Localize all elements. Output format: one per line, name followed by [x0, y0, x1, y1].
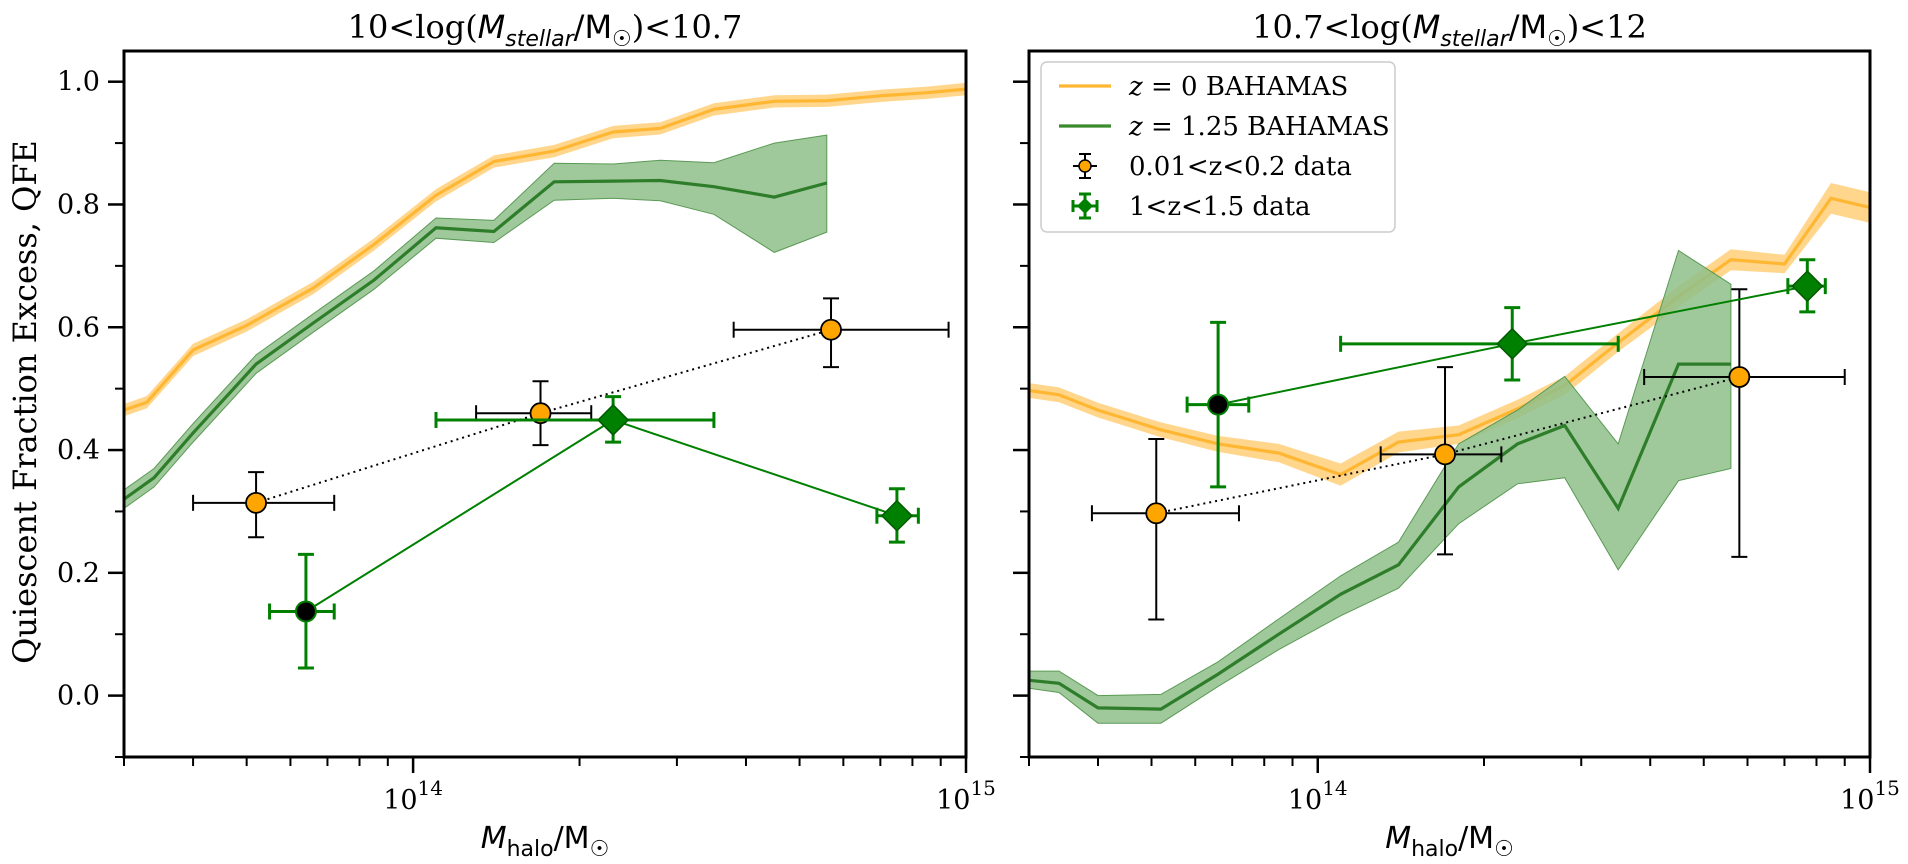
- z0-line: [1029, 196, 1870, 477]
- x-axis-label: Mhalo/M☉: [1385, 821, 1514, 862]
- high-z-point: [294, 600, 317, 623]
- x-axis-label: Mhalo/M☉: [481, 821, 610, 862]
- z125-line: [1029, 362, 1731, 711]
- z125-band: [124, 134, 828, 510]
- legend-label: 0.01<z<0.2 data: [1129, 152, 1352, 182]
- legend-label: z = 0 BAHAMAS: [1128, 72, 1348, 102]
- z0-line: [124, 87, 966, 412]
- high-z-point: [1496, 327, 1529, 360]
- axes-frame: [1027, 49, 1872, 759]
- axes-frame: [122, 49, 968, 759]
- y-ticks: [1013, 80, 1029, 758]
- y-tick-label: 0.6: [57, 312, 100, 343]
- y-ticks: [108, 80, 124, 758]
- panel-title: 10.7<log(Mstellar/M☉)<12: [1252, 8, 1647, 52]
- low-z-point: [1434, 443, 1456, 466]
- high-z-connector: [305, 418, 898, 613]
- low-z-point: [820, 318, 842, 341]
- legend-label: z = 1.25 BAHAMAS: [1128, 112, 1390, 142]
- x-tick-label: 1014: [1288, 776, 1348, 816]
- panel-title: 10<log(Mstellar/M☉)<10.7: [348, 8, 743, 52]
- x-tick-label: 1015: [936, 776, 996, 816]
- legend-diamond-marker: [1077, 198, 1093, 214]
- x-ticks: [1028, 757, 1872, 773]
- legend-box: [1040, 61, 1396, 233]
- low-z-point: [245, 491, 267, 514]
- y-axis-label: Quiescent Fraction Excess, QFE: [6, 140, 44, 664]
- z125-band: [1029, 249, 1732, 724]
- low-z-connector: [255, 328, 832, 504]
- low-z-point: [1728, 366, 1751, 388]
- y-tick-label: 0.8: [57, 189, 100, 220]
- high-z-point: [880, 499, 913, 532]
- z0-band: [124, 82, 966, 417]
- plot-area: [124, 82, 966, 670]
- high-z-point: [1207, 393, 1230, 416]
- plot-area: [1029, 183, 1870, 724]
- legend-label: 1<z<1.5 data: [1129, 192, 1311, 222]
- x-tick-label: 1015: [1840, 776, 1900, 816]
- high-z-point: [597, 403, 630, 437]
- legend-circle-marker: [1078, 159, 1092, 173]
- z125-line: [124, 178, 828, 501]
- y-tick-label: 0.4: [57, 435, 100, 466]
- x-ticks: [123, 757, 968, 773]
- low-z-point: [529, 402, 552, 425]
- low-z-point: [1145, 502, 1168, 525]
- y-tick-label: 0.0: [57, 681, 100, 712]
- high-z-point: [1791, 270, 1824, 303]
- x-tick-label: 1014: [383, 776, 443, 816]
- legend: z = 0 BAHAMAS z = 1.25 BAHAMAS 0.01<z<0.2 …: [1040, 61, 1396, 233]
- y-tick-label: 1.0: [57, 67, 100, 98]
- y-tick-label: 0.2: [57, 558, 100, 589]
